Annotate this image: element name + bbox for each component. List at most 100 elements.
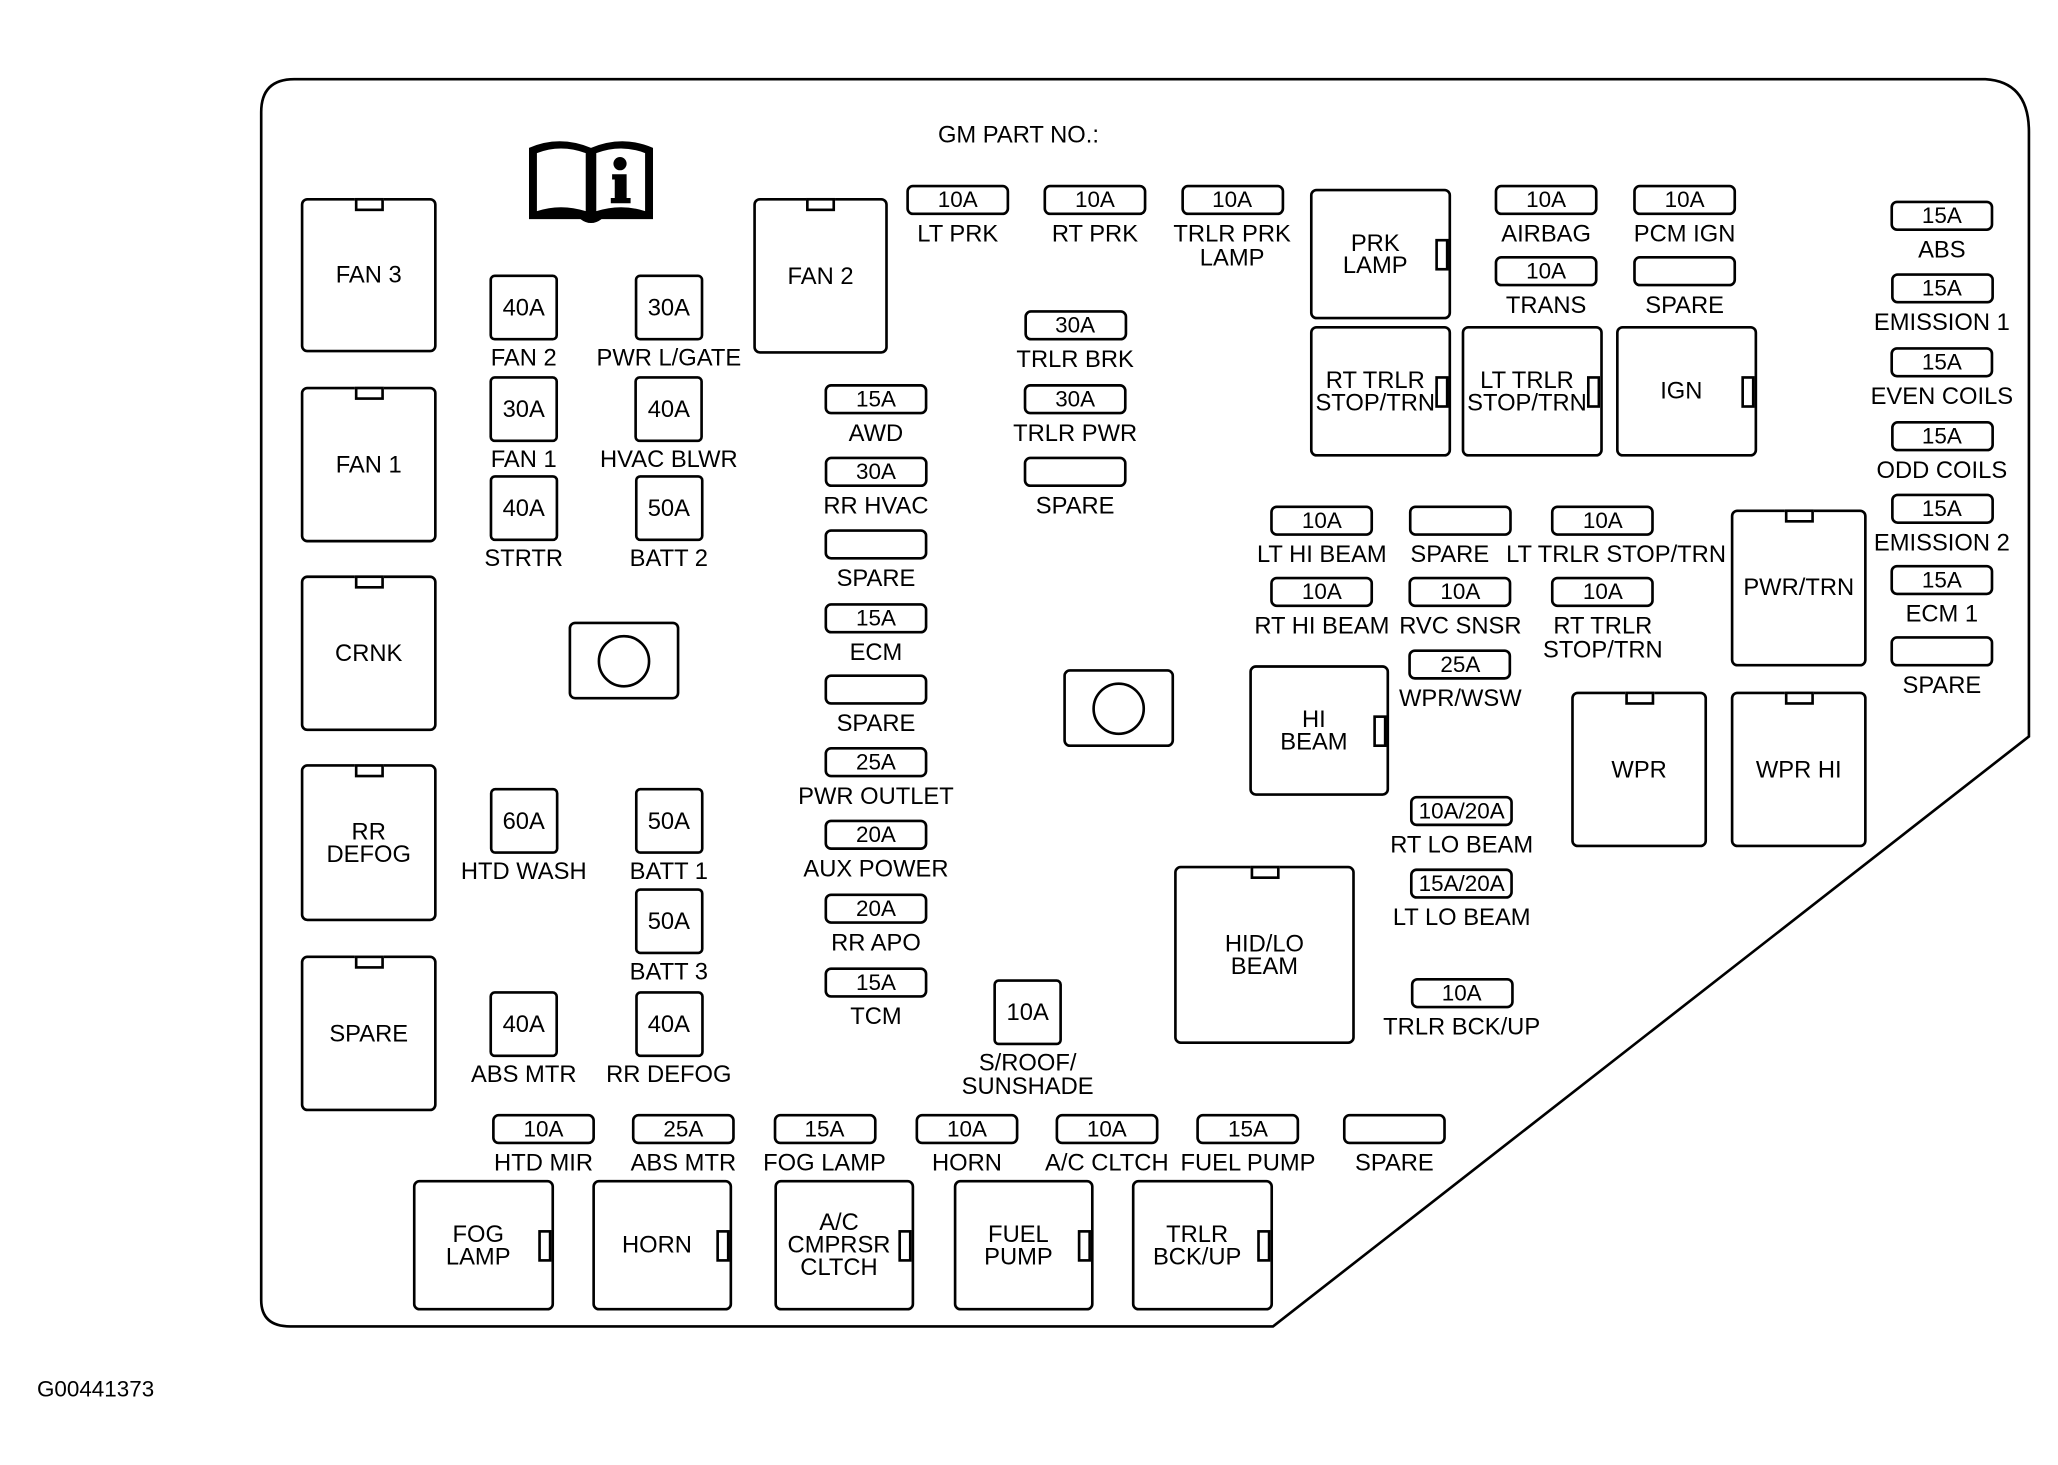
- relay-ign: IGN: [1616, 325, 1758, 457]
- fuse-spare: SPARE: [1342, 1113, 1446, 1175]
- relay-pwr-trn: PWR/TRN: [1730, 509, 1867, 667]
- fuse-rating: 10A: [1494, 256, 1598, 287]
- fuse-rating: 30A: [824, 456, 928, 488]
- fuse-rating: 10A: [915, 1113, 1019, 1145]
- fuse-label: LT PRK: [917, 220, 999, 247]
- relay-label: FAN 1: [335, 450, 402, 478]
- fuse-label: SPARE: [1410, 541, 1490, 568]
- fuse-rating: 10A: [1551, 505, 1655, 536]
- fuse-rating: 40A: [489, 475, 559, 542]
- fuse-rating: 15A: [824, 384, 928, 415]
- fuse-label: PCM IGN: [1633, 220, 1736, 247]
- fuse-label: RR DEFOG: [606, 1061, 732, 1088]
- relay-tab: [1373, 714, 1387, 747]
- fuse-rating: 50A: [634, 787, 704, 854]
- fuse-label: S/ROOF/ SUNSHADE: [961, 1049, 1094, 1100]
- bolt-circle: [597, 634, 651, 687]
- fuse-label: TRLR BRK: [1016, 345, 1134, 373]
- fuse-label: ECM 1: [1905, 600, 1979, 627]
- fuse-rating: 10A/20A: [1410, 795, 1514, 827]
- relay-tab: [1249, 865, 1279, 879]
- fuse-rating: [1342, 1113, 1446, 1145]
- fuse-label: FAN 2: [490, 344, 557, 371]
- fuse-label: TRLR PRK LAMP: [1173, 220, 1291, 271]
- fuse-rating: 15A: [1890, 421, 1994, 452]
- relay-rr-defog: RR DEFOG: [300, 764, 437, 922]
- fuse-lt-prk: 10A LT PRK: [906, 184, 1010, 247]
- mounting-bolt: [1063, 669, 1175, 748]
- fuse-label: RR HVAC: [823, 492, 929, 519]
- fuse-rating: 10A: [1043, 184, 1147, 216]
- fuse-label: PWR OUTLET: [798, 782, 954, 810]
- relay-label: A/C CMPRSR CLTCH: [787, 1208, 891, 1281]
- relay-crnk: CRNK: [300, 575, 437, 732]
- fuse-rating: 10A: [1055, 1113, 1159, 1145]
- relay-tab: [354, 575, 384, 589]
- relay-tab: [898, 1229, 912, 1262]
- relay-wpr: WPR: [1571, 691, 1708, 848]
- fuse-rating: [1408, 505, 1512, 536]
- fuse-label: SPARE: [1902, 671, 1982, 699]
- fuse-label: BATT 1: [629, 857, 708, 885]
- fuse-rating: 10A: [1270, 576, 1374, 608]
- part-number-label: GM PART NO.:: [937, 121, 1099, 148]
- fuse-rating: 10A: [1551, 576, 1655, 608]
- relay-rt-trlr-stop-trn: RT TRLR STOP/TRN: [1309, 325, 1452, 457]
- fuse-label: STRTR: [484, 545, 564, 572]
- relay-trlr-bck-up: TRLR BCK/UP: [1131, 1179, 1274, 1311]
- fuse-rating: 10A: [906, 184, 1010, 216]
- relay-tab: [1435, 238, 1449, 270]
- fuse-rating: 40A: [634, 376, 704, 443]
- fuse-spare: SPARE: [1023, 456, 1127, 518]
- fuse-label: RVC SNSR: [1399, 612, 1522, 639]
- fuse-label: TRLR BCK/UP: [1383, 1013, 1541, 1041]
- fuse-rating: 50A: [634, 888, 704, 955]
- fuse-batt-1: 50A BATT 1: [629, 787, 708, 885]
- fuse-rating: 40A: [489, 274, 559, 341]
- fuse-rating: [1633, 256, 1737, 287]
- fuse-rating: 15A: [1890, 273, 1994, 304]
- relay-fan-2: FAN 2: [753, 197, 888, 354]
- fuse-fan-2: 40A FAN 2: [489, 274, 559, 371]
- fuse-rating: 15A: [773, 1113, 876, 1145]
- fuse-rating: 15A: [1890, 200, 1994, 231]
- relay-tab: [1077, 1229, 1091, 1262]
- relay-fog-lamp: FOG LAMP: [412, 1179, 555, 1311]
- relay-tab: [538, 1229, 552, 1262]
- fuse-spare: SPARE: [1408, 505, 1512, 568]
- fuse-rating: 40A: [634, 991, 704, 1058]
- fuse-label: RT TRLR STOP/TRN: [1543, 612, 1663, 663]
- fuse-label: SPARE: [1645, 291, 1724, 319]
- fuse-label: LT TRLR STOP/TRN: [1506, 541, 1726, 568]
- fuse-lt-trlr-stop-trn: 10A LT TRLR STOP/TRN: [1493, 505, 1726, 566]
- relay-tab: [354, 386, 384, 400]
- relay-label: HID/LO BEAM: [1224, 929, 1305, 979]
- relay-tab: [1624, 691, 1654, 705]
- fuse-rating: 30A: [634, 274, 704, 341]
- fuse-rating: 60A: [489, 787, 559, 854]
- fuse-label: EMISSION 2: [1873, 529, 2010, 556]
- relay-tab: [806, 197, 836, 212]
- relay-fuel-pump: FUEL PUMP: [953, 1179, 1094, 1311]
- fuse-label: HORN: [932, 1149, 1002, 1176]
- mounting-bolt: [568, 621, 680, 700]
